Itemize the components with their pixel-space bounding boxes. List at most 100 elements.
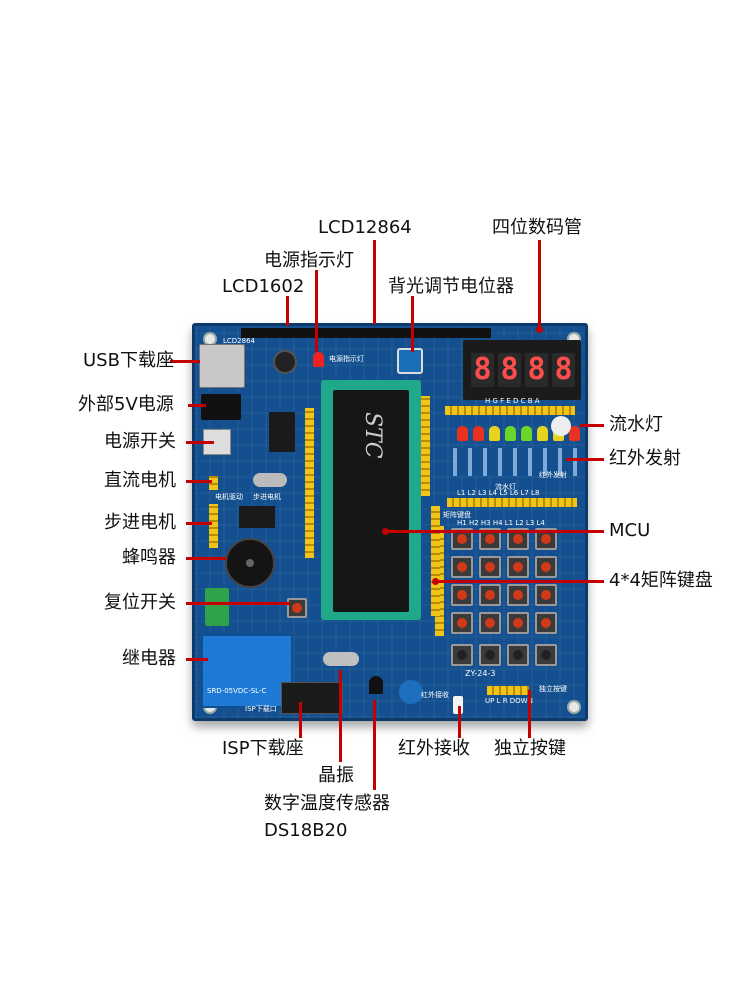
indep-key	[479, 644, 501, 666]
label-stepper-motor: 步进电机	[104, 512, 176, 533]
label-digit-tube: 四位数码管	[492, 217, 582, 238]
leader-line	[566, 458, 604, 461]
leader-line	[580, 424, 604, 427]
ir-tx-silk: 红外发射	[539, 471, 567, 479]
temp-sensor	[369, 676, 383, 694]
leader-line	[339, 670, 342, 762]
usb-port	[199, 344, 245, 388]
leader-line	[538, 240, 541, 330]
keypad-key	[479, 528, 501, 550]
mcu-chip: STC	[333, 390, 409, 612]
keypad-key	[479, 584, 501, 606]
led	[521, 426, 532, 441]
leader-line	[458, 706, 461, 738]
leader-dot	[382, 528, 389, 535]
crystal	[323, 652, 359, 666]
seg-digit: 8	[498, 353, 521, 387]
label-isp-port: ISP下载座	[222, 738, 304, 759]
seg-digit: 8	[525, 353, 548, 387]
leader-line	[188, 404, 206, 407]
isp-silk: ISP下载口	[245, 705, 277, 713]
label-relay: 继电器	[122, 648, 176, 669]
indep-key	[507, 644, 529, 666]
keypad-key	[451, 556, 473, 578]
keys-row-silk: UP L R DOWN	[485, 697, 533, 705]
label-ir-tx: 红外发射	[609, 448, 681, 469]
lcd-silk: LCD2864	[223, 337, 255, 345]
pin-header	[445, 406, 575, 415]
label-dc-motor: 直流电机	[104, 470, 176, 491]
label-temp-sensor: 数字温度传感器	[264, 793, 390, 814]
relay-silk: SRD-05VDC-SL-C	[207, 687, 267, 695]
lcd-header	[241, 328, 491, 338]
seg-digit: 8	[552, 353, 575, 387]
ir-rx-module	[453, 696, 463, 714]
capacitor	[273, 350, 297, 374]
leader-line	[186, 480, 212, 483]
pin-header	[305, 408, 314, 558]
pin-header	[447, 498, 577, 507]
label-power-led: 电源指示灯	[264, 250, 354, 271]
relay: SRD-05VDC-SL-C	[201, 634, 293, 708]
label-power-switch: 电源开关	[104, 431, 176, 452]
keypad-key	[535, 612, 557, 634]
label-mcu: MCU	[609, 520, 651, 541]
keypad-key	[507, 528, 529, 550]
keypad-key	[451, 612, 473, 634]
cn-silk: L1 L2 L3 L4 L5 L6 L7 L8	[457, 489, 540, 497]
leader-line	[436, 580, 604, 583]
leader-line	[373, 700, 376, 790]
ir-transmitter	[551, 416, 571, 436]
label-ext-5v: 外部5V电源	[78, 394, 174, 415]
label-crystal: 晶振	[318, 765, 354, 786]
indep-key	[451, 644, 473, 666]
keypad-key	[507, 556, 529, 578]
dev-board: LCD2864 电源指示灯 8 8 8 8 H G F E D C B A 红外…	[192, 323, 588, 721]
label-lcd1602: LCD1602	[222, 276, 305, 297]
pin-header	[209, 476, 218, 490]
keypad-key	[507, 584, 529, 606]
isp-port	[281, 682, 343, 714]
stepper-silk: 步进电机	[253, 493, 281, 501]
label-temp-sensor-model: DS18B20	[264, 820, 348, 841]
seg-digit: 8	[471, 353, 494, 387]
leader-line	[386, 530, 604, 533]
keypad-key	[535, 584, 557, 606]
indep-keys-silk: 独立按键	[539, 685, 567, 693]
crystal-small	[253, 473, 287, 487]
leader-dot	[536, 326, 543, 333]
ir-receiver	[399, 680, 423, 704]
led	[569, 426, 580, 441]
leader-line	[411, 296, 414, 352]
led-silk: H G F E D C B A	[485, 397, 540, 405]
ir-rx-silk: 红外接收	[421, 691, 449, 699]
label-usb-port: USB下载座	[83, 350, 174, 371]
keypad-key	[451, 584, 473, 606]
terminal-block	[205, 588, 229, 626]
led	[537, 426, 548, 441]
leader-line	[186, 441, 214, 444]
resistor-row	[453, 448, 577, 476]
h-silk: H1 H2 H3 H4 L1 L2 L3 L4	[457, 519, 545, 527]
leader-line	[299, 702, 302, 738]
leader-line	[170, 360, 200, 363]
leader-line	[315, 270, 318, 352]
pin-header	[421, 396, 430, 496]
power-led-silk: 电源指示灯	[329, 355, 364, 363]
label-flowing-led: 流水灯	[609, 414, 663, 435]
leader-line	[186, 557, 226, 560]
flow-silk: 流水灯	[495, 483, 516, 491]
label-matrix-keypad: 4*4矩阵键盘	[609, 570, 713, 591]
label-reset-switch: 复位开关	[104, 592, 176, 613]
leader-line	[286, 296, 289, 326]
label-ir-rx: 红外接收	[398, 738, 470, 759]
driver-chip	[239, 506, 275, 528]
keypad-key	[535, 528, 557, 550]
power-led	[313, 352, 324, 367]
led	[505, 426, 516, 441]
zif-socket: STC	[321, 380, 421, 620]
keypad-key	[479, 612, 501, 634]
label-buzzer: 蜂鸣器	[122, 547, 176, 568]
keypad-key	[507, 612, 529, 634]
leader-line	[186, 602, 290, 605]
